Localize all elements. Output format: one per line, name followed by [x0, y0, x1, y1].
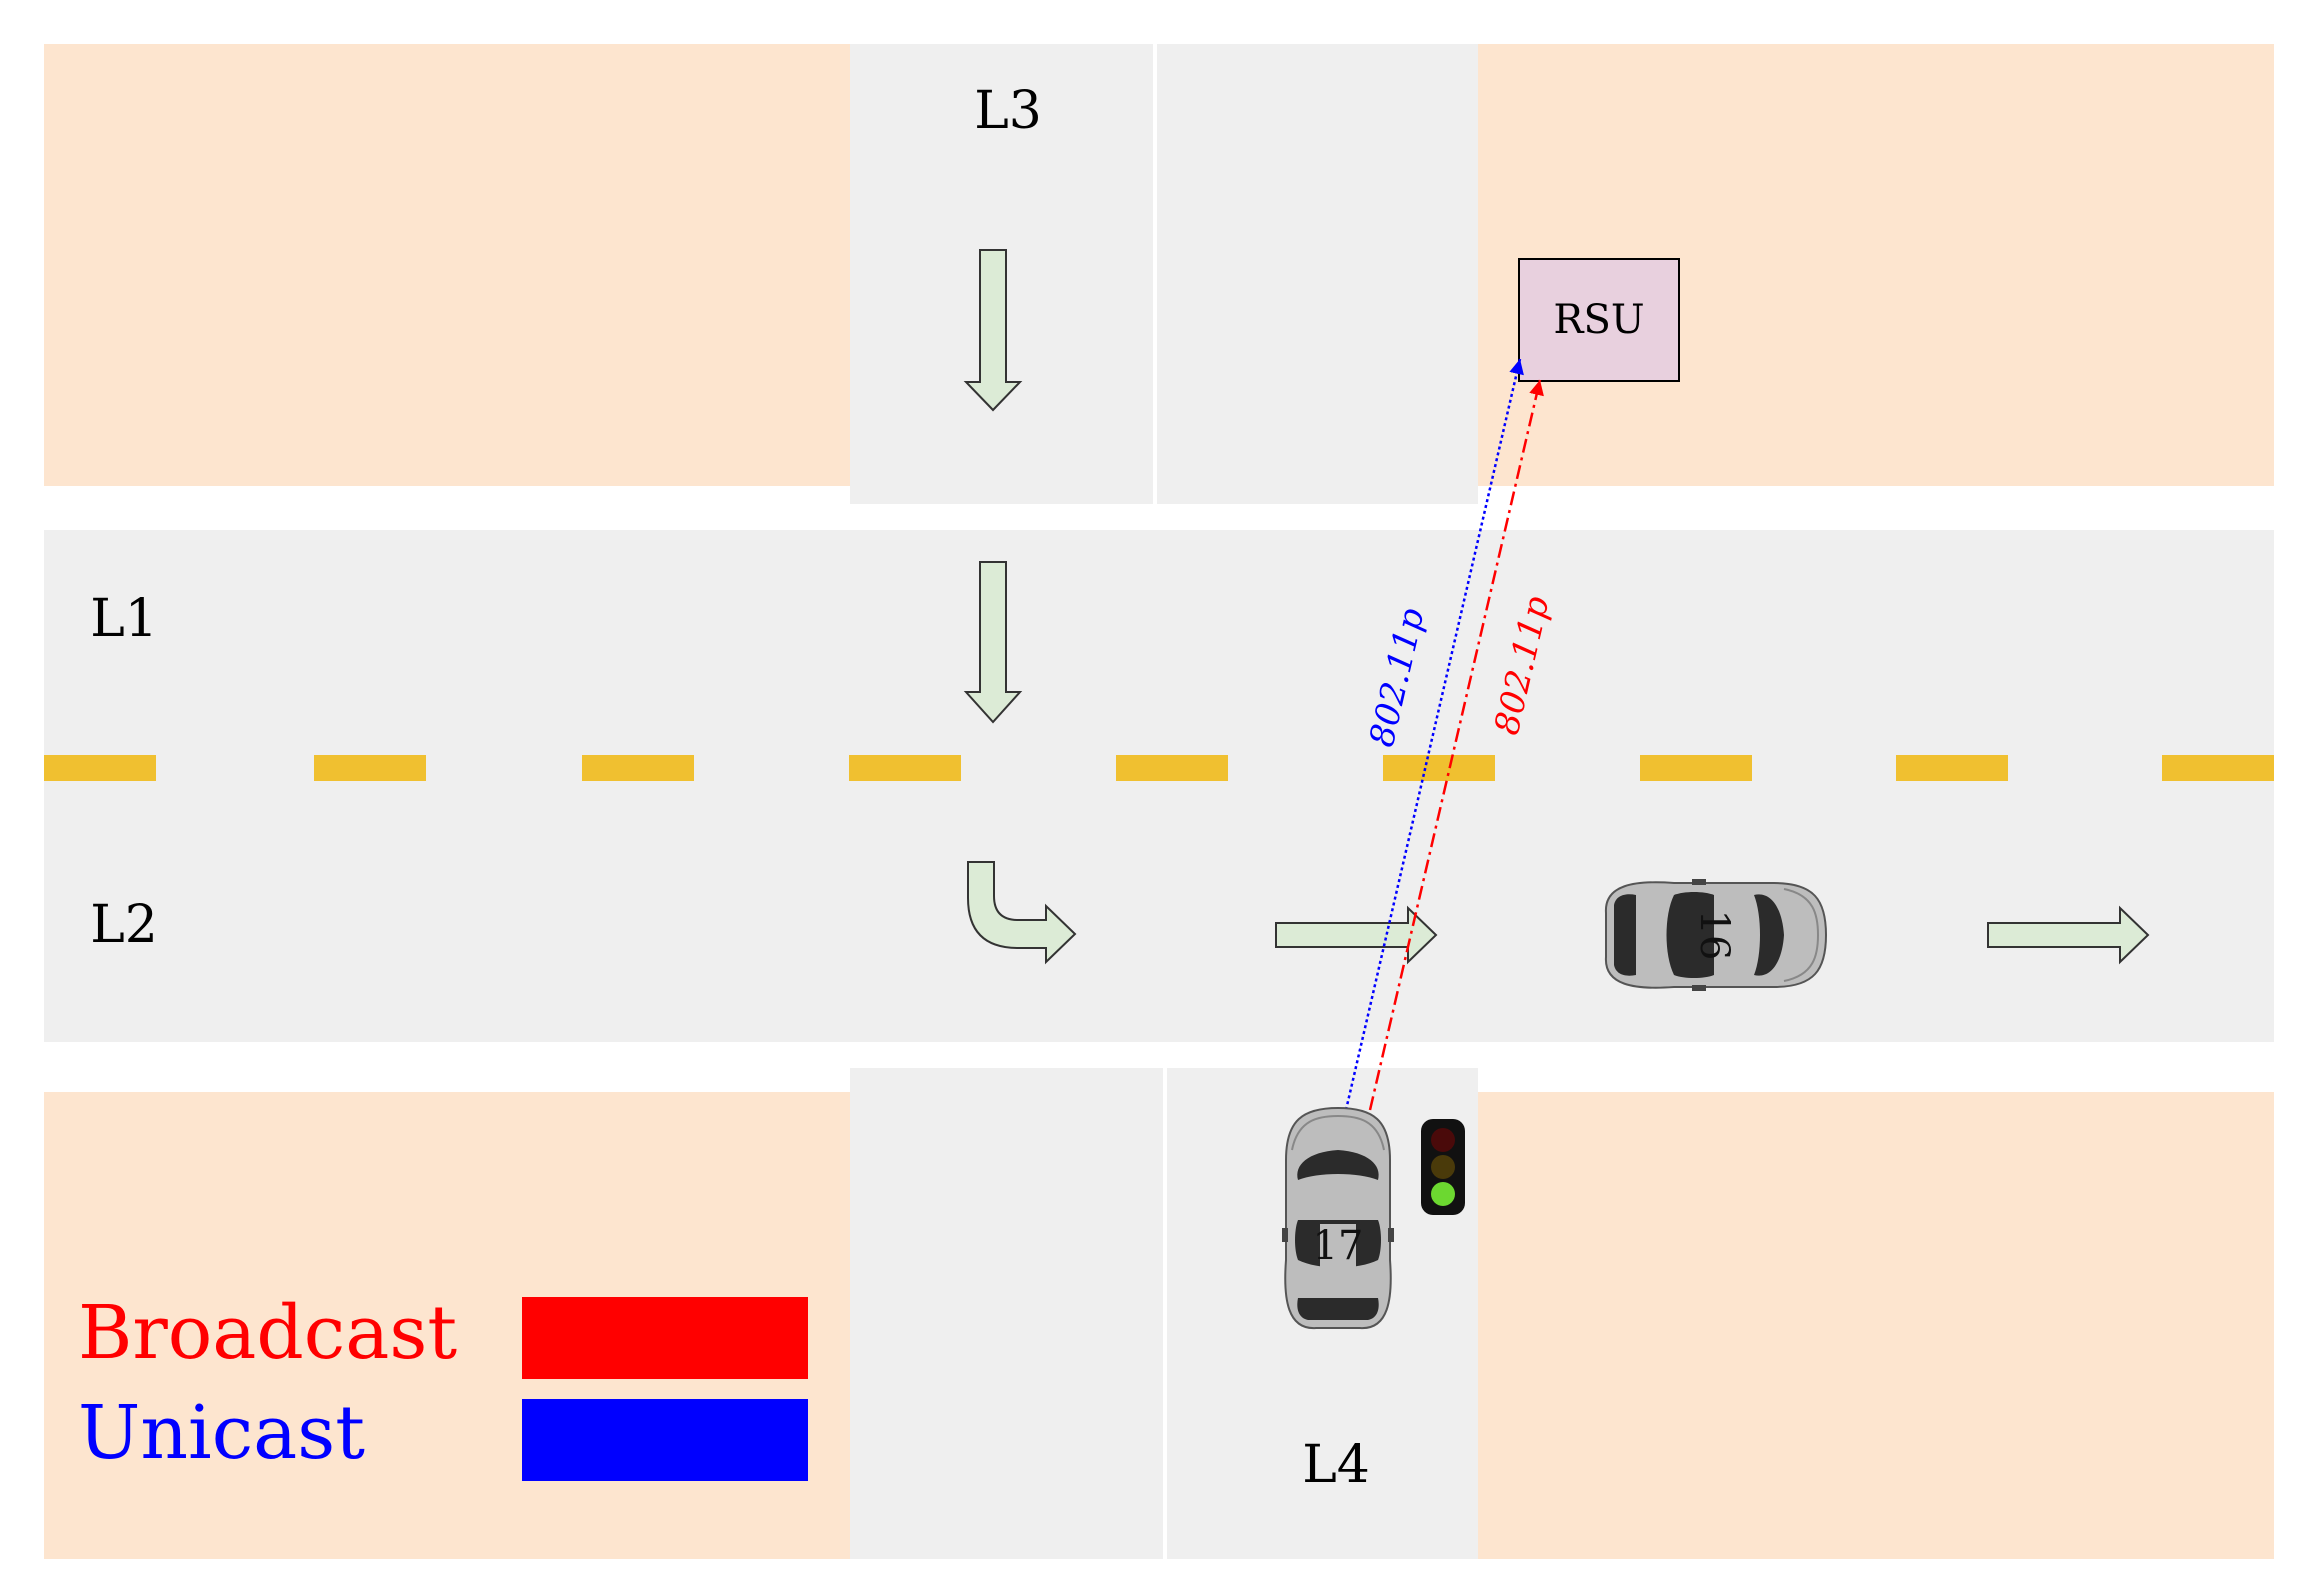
center-divider	[44, 755, 2274, 781]
arrow-down-icon	[963, 561, 1023, 724]
legend-broadcast-label: Broadcast	[78, 1290, 457, 1376]
legend-unicast-swatch	[522, 1399, 808, 1481]
rsu-box	[1518, 258, 1680, 382]
vertical-road-top	[850, 44, 1478, 504]
vehicle-16-id: 16	[1691, 910, 1737, 961]
vehicle-17-id: 17	[1313, 1223, 1364, 1269]
traffic-light-icon	[1421, 1119, 1465, 1215]
horizontal-road	[44, 530, 2274, 1042]
lane-label-l1: L1	[90, 589, 158, 649]
block-bottom-right	[1478, 1092, 2274, 1559]
legend-unicast-label: Unicast	[78, 1390, 365, 1476]
arrow-turn-right-icon	[967, 861, 1077, 965]
rsu-label: RSU	[1553, 297, 1644, 343]
lane-label-l2: L2	[90, 895, 158, 955]
unicast-link	[1335, 358, 1524, 1127]
vehicle-17: 17	[1281, 1107, 1395, 1330]
legend-broadcast-swatch	[522, 1297, 808, 1379]
broadcast-link	[1368, 379, 1544, 1111]
block-top-left	[44, 44, 850, 486]
arrow-right-icon	[1987, 905, 2150, 965]
vehicle-16: 16	[1604, 878, 1827, 992]
lane-label-l4: L4	[1302, 1435, 1370, 1495]
lane-label-l3: L3	[974, 81, 1042, 141]
arrow-down-icon	[963, 249, 1023, 412]
